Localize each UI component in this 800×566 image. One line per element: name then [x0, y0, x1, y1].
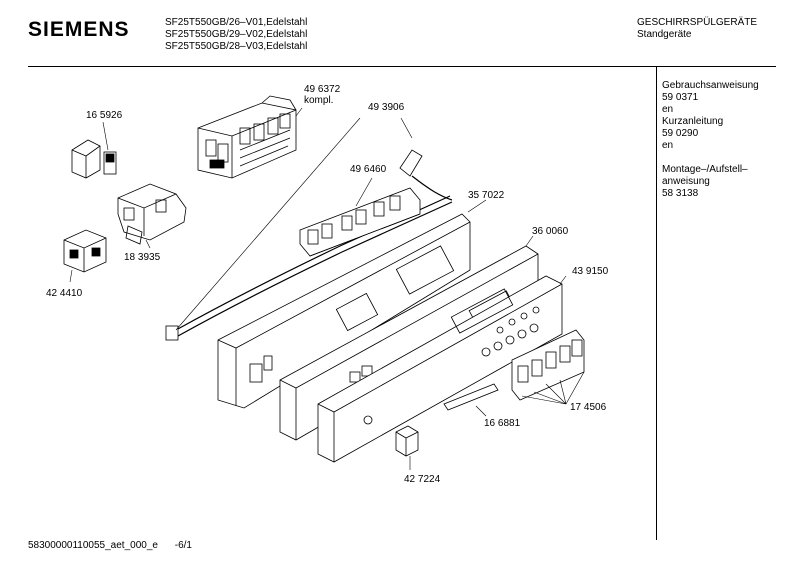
button-drawing	[395, 425, 419, 457]
doc-line: Gebrauchsanweisung	[662, 80, 759, 91]
footer-page: -6/1	[174, 540, 192, 551]
inner-frame-drawing	[217, 213, 471, 409]
sidebar-divider	[656, 66, 657, 540]
part-number: 49 6372	[304, 84, 341, 95]
bracket-drawing	[117, 183, 187, 245]
doc-line: 58 3138	[662, 188, 699, 199]
control-module-drawing	[197, 95, 297, 179]
doc-line: 59 0371	[662, 92, 699, 103]
trim-strip-drawing	[443, 383, 499, 411]
model-line-1: SF25T550GB/26–V01,Edelstahl	[165, 17, 308, 28]
part-label-360060: 36 0060	[532, 226, 569, 237]
leader-lines	[69, 107, 585, 470]
holder-drawing	[63, 229, 107, 273]
connector-strip-drawing	[299, 187, 421, 257]
part-label-424410: 42 4410	[46, 288, 83, 299]
part-label-174506: 17 4506	[570, 402, 607, 413]
part-label-493906: 49 3906	[368, 102, 405, 113]
doc-line: en	[662, 104, 674, 115]
category-title: GESCHIRRSPÜLGERÄTE	[637, 17, 758, 28]
footer-doc-id: 58300000110055_aet_000_e	[28, 540, 158, 551]
part-label-166881: 16 6881	[484, 418, 521, 429]
part-label-183935: 18 3935	[124, 252, 161, 263]
part-label-496460: 49 6460	[350, 164, 387, 175]
footer: 58300000110055_aet_000_e -6/1	[28, 540, 206, 552]
part-label-496372: 49 6372 kompl.	[304, 84, 340, 106]
part-label-439150: 43 9150	[572, 266, 609, 277]
doc-line: anweisung	[662, 176, 710, 187]
doc-line: Montage–/Aufstell–	[662, 164, 748, 175]
cover-cap-drawing	[71, 139, 117, 179]
doc-line: en	[662, 140, 674, 151]
header-divider	[28, 66, 776, 67]
brand-logo: SIEMENS	[28, 18, 130, 41]
doc-line: 59 0290	[662, 128, 699, 139]
doc-line: Kurzanleitung	[662, 116, 724, 127]
category-block: GESCHIRRSPÜLGERÄTE Standgeräte	[637, 17, 757, 41]
part-note: kompl.	[304, 95, 334, 106]
part-label-357022: 35 7022	[468, 190, 505, 201]
subcategory-title: Standgeräte	[637, 29, 692, 40]
documents-list: Gebrauchsanweisung 59 0371 en Kurzanleit…	[662, 80, 759, 200]
model-line-3: SF25T550GB/28–V03,Edelstahl	[165, 41, 308, 52]
model-line-2: SF25T550GB/29–V02,Edelstahl	[165, 29, 308, 40]
model-list: SF25T550GB/26–V01,Edelstahl SF25T550GB/2…	[165, 17, 307, 53]
part-label-427224: 42 7224	[404, 474, 441, 485]
front-panel-drawing	[317, 275, 563, 463]
part-label-165926: 16 5926	[86, 110, 123, 121]
